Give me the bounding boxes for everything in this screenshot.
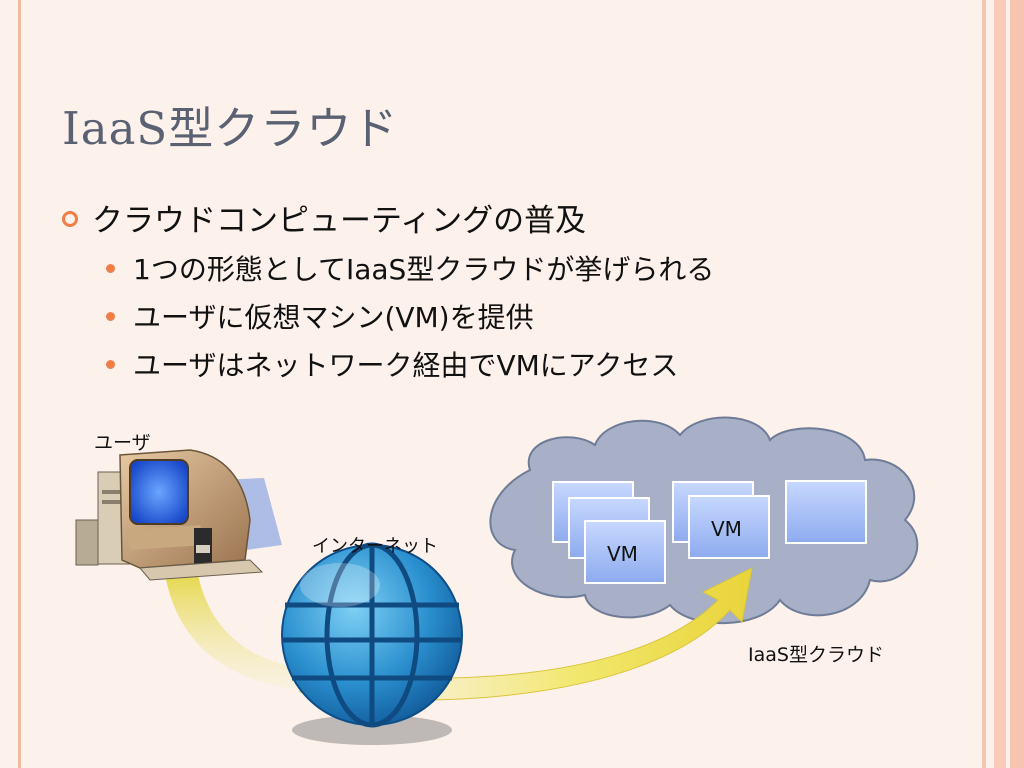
bullet-dot-icon xyxy=(106,263,115,273)
left-rule xyxy=(18,0,21,768)
bullet-level1: クラウドコンピューティングの普及 xyxy=(62,195,586,240)
bullet-level2: ユーザに仮想マシン(VM)を提供 xyxy=(106,296,534,336)
right-decor-band xyxy=(976,0,1024,768)
bullet-ring-icon xyxy=(62,210,78,227)
internet-label: インターネット xyxy=(312,536,438,557)
computer-icon xyxy=(75,449,282,581)
bullet-text: ユーザはネットワーク経由でVMにアクセス xyxy=(133,349,679,382)
globe-icon xyxy=(281,542,463,745)
slide-title: IaaS型クラウド xyxy=(62,102,399,155)
vm-stack-1 xyxy=(552,481,666,584)
bullet-text: ユーザに仮想マシン(VM)を提供 xyxy=(133,301,534,334)
bullet-dot-icon xyxy=(106,359,115,369)
user-label: ユーザ xyxy=(94,432,151,454)
vm-stack-2 xyxy=(672,481,770,559)
bullet-level2: ユーザはネットワーク経由でVMにアクセス xyxy=(106,344,678,384)
bullet-text: クラウドコンピューティングの普及 xyxy=(92,203,587,239)
vm-box-empty xyxy=(785,480,867,544)
vm-label: VM xyxy=(711,517,742,541)
vm-label: VM xyxy=(607,542,638,566)
cloud-label: IaaS型クラウド xyxy=(748,644,884,666)
bullet-level2: 1つの形態としてIaaS型クラウドが挙げられる xyxy=(106,248,714,288)
bullet-dot-icon xyxy=(106,311,115,321)
bullet-text: 1つの形態としてIaaS型クラウドが挙げられる xyxy=(133,253,715,286)
